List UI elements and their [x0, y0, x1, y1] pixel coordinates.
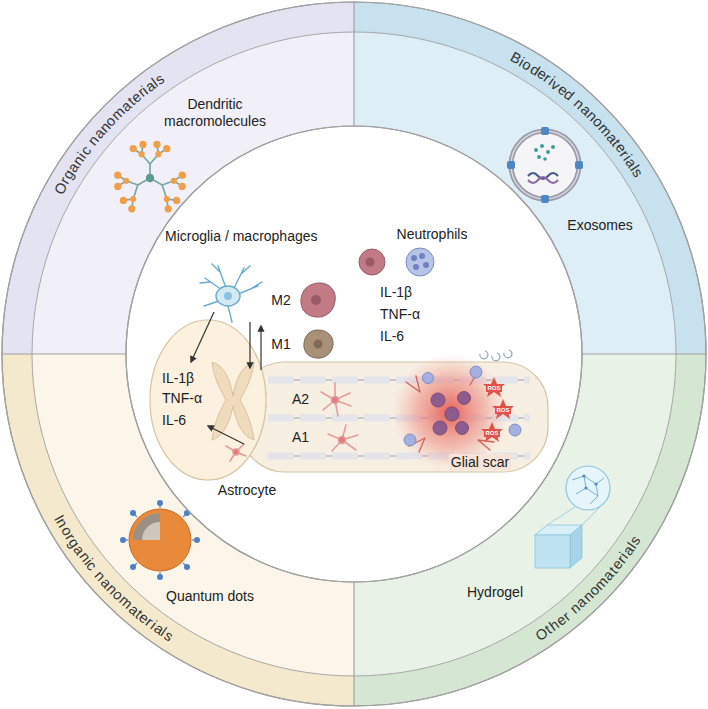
cell-label: Astrocyte — [218, 482, 276, 498]
sector-border — [2, 2, 354, 354]
hydrogel-icon — [535, 466, 610, 568]
nanomaterial-sector: Bioderived nanomaterialsExosomes — [354, 0, 708, 354]
sector-border — [354, 354, 706, 706]
category-title: Bioderived nanomaterials — [506, 48, 648, 182]
cell-label: IL-1β — [380, 284, 412, 300]
ros-tag: ROS — [484, 430, 499, 437]
astrocyte-cells — [226, 383, 358, 461]
dendrimer-icon — [114, 141, 186, 213]
cell-label: A1 — [290, 429, 311, 445]
sector-outline — [0, 0, 354, 354]
cell-label: Microglia / macrophages — [165, 228, 318, 244]
sector-outline — [354, 0, 708, 354]
sector-outline — [0, 354, 354, 709]
glial-scar — [392, 350, 521, 470]
cell-label: Neutrophils — [397, 226, 468, 242]
material-name: Quantum dots — [150, 588, 270, 605]
cell-label: M2 — [271, 292, 290, 308]
nanomaterial-sector: Inorganic nanomaterialsQuantum dots — [0, 354, 354, 709]
quantum-dot-icon — [120, 500, 200, 580]
cell-label: IL-1β — [160, 370, 196, 386]
material-name: Hydrogel — [450, 584, 540, 601]
inner-circle — [126, 126, 582, 582]
nanomaterial-sector: Organic nanomaterialsDendritic macromole… — [0, 0, 354, 354]
cell-label: M1 — [271, 336, 290, 352]
category-title: Inorganic nanomaterials — [49, 508, 178, 646]
nanomaterial-sector: Other nanomaterialsHydrogel — [354, 354, 708, 709]
sector-border — [354, 2, 706, 354]
sector-outline — [354, 354, 708, 709]
ring-line — [32, 32, 676, 676]
cell-label: IL-6 — [160, 412, 188, 428]
neuron — [200, 264, 262, 322]
category-title: Other nanomaterials — [532, 530, 645, 644]
material-name: Exosomes — [550, 217, 650, 234]
material-name: Dendritic macromolecules — [155, 96, 275, 130]
cell-label: A2 — [290, 391, 311, 407]
cell-label: IL-6 — [380, 328, 404, 344]
category-title: Organic nanomaterials — [51, 69, 170, 198]
immune-cells — [301, 248, 434, 358]
ros-tag: ROS — [495, 407, 510, 414]
ros-tag: ROS — [486, 385, 501, 392]
cell-label: TNF-α — [380, 306, 420, 322]
cell-label: TNF-α — [160, 390, 204, 406]
spinal-cord — [150, 320, 548, 480]
cell-label: Glial scar — [449, 454, 511, 470]
signal-arrows — [191, 312, 261, 444]
exosome-icon — [507, 127, 583, 203]
sector-border — [2, 354, 354, 706]
